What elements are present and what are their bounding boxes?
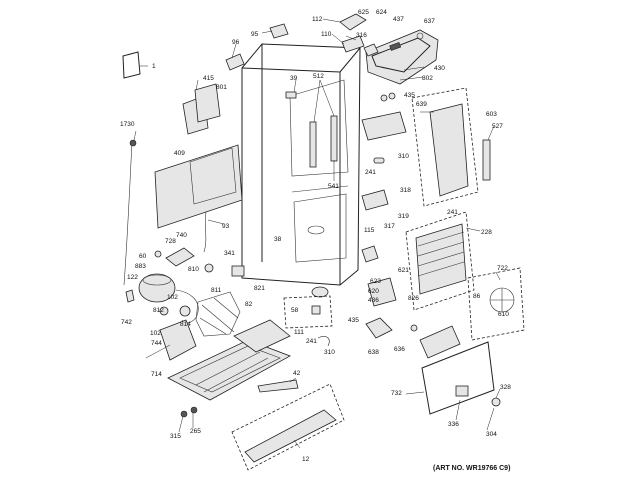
part-label-740: 740 <box>176 232 187 239</box>
part-label-110: 110 <box>321 31 332 38</box>
part-label-341: 341 <box>224 250 235 257</box>
part-label-826: 826 <box>408 295 419 302</box>
top-control-assembly <box>122 13 439 85</box>
part-label-436: 436 <box>368 297 379 304</box>
part-label-722: 722 <box>497 265 508 272</box>
part-label-430: 430 <box>434 65 445 72</box>
part-label-315: 315 <box>170 433 181 440</box>
part-label-241b: 241 <box>447 209 458 216</box>
part-label-102b: 102 <box>150 330 161 337</box>
part-label-60: 60 <box>139 253 147 260</box>
part-label-620: 620 <box>368 288 379 295</box>
part-label-95: 95 <box>251 31 259 38</box>
freezer-parts <box>283 92 418 347</box>
part-label-112: 112 <box>312 16 323 23</box>
part-label-58: 58 <box>291 307 299 314</box>
evaporator-assembly <box>363 43 525 415</box>
part-label-86: 86 <box>473 293 481 300</box>
part-label-814: 814 <box>180 321 191 328</box>
part-label-742: 742 <box>121 319 132 326</box>
part-label-541: 541 <box>328 183 339 190</box>
part-label-435a: 435 <box>404 92 415 99</box>
machine-compartment <box>125 250 245 361</box>
part-label-241c: 241 <box>306 338 317 345</box>
part-label-93: 93 <box>222 223 230 230</box>
part-label-621: 621 <box>398 267 409 274</box>
part-label-811: 811 <box>211 287 222 294</box>
leader-lines <box>133 18 501 449</box>
part-label-265: 265 <box>190 428 201 435</box>
part-label-415: 415 <box>203 75 214 82</box>
part-label-319: 319 <box>398 213 409 220</box>
part-label-638: 638 <box>368 349 379 356</box>
part-label-318: 318 <box>400 187 411 194</box>
part-label-728: 728 <box>165 238 176 245</box>
part-label-624: 624 <box>376 9 387 16</box>
part-label-512: 512 <box>313 73 324 80</box>
part-label-310a: 310 <box>398 153 409 160</box>
cabinet <box>241 43 361 286</box>
part-label-527: 527 <box>492 123 503 130</box>
part-label-637: 637 <box>424 18 435 25</box>
part-label-732: 732 <box>391 390 402 397</box>
part-label-82: 82 <box>245 301 253 308</box>
part-label-714: 714 <box>151 371 162 378</box>
part-label-435b: 435 <box>348 317 359 324</box>
rear-panel <box>123 83 243 286</box>
part-label-96: 96 <box>232 39 240 46</box>
part-label-623: 623 <box>370 278 381 285</box>
part-label-801: 801 <box>216 84 227 91</box>
part-label-336: 336 <box>448 421 459 428</box>
part-label-636: 636 <box>394 346 405 353</box>
part-label-802: 802 <box>422 75 433 82</box>
art-number: (ART NO. WR19766 C9) <box>433 465 510 472</box>
part-label-115: 115 <box>364 227 375 234</box>
part-label-39: 39 <box>290 75 298 82</box>
part-label-1730: 1730 <box>120 121 135 128</box>
part-label-111: 111 <box>294 329 304 336</box>
part-label-38: 38 <box>274 236 282 243</box>
part-label-304: 304 <box>486 431 497 438</box>
part-label-328: 328 <box>500 384 511 391</box>
base-tray <box>167 319 345 471</box>
part-label-639: 639 <box>416 101 427 108</box>
part-labels: 1 95 96 112 110 316 625 624 437 637 430 … <box>120 9 511 472</box>
part-label-228: 228 <box>481 229 492 236</box>
part-label-437: 437 <box>393 16 404 23</box>
part-label-42: 42 <box>293 370 301 377</box>
part-label-883: 883 <box>135 263 146 270</box>
part-label-603: 603 <box>486 111 497 118</box>
part-label-744: 744 <box>151 340 162 347</box>
part-label-1: 1 <box>152 63 156 70</box>
part-label-821: 821 <box>254 285 265 292</box>
part-label-122: 122 <box>127 274 138 281</box>
part-label-102a: 102 <box>167 294 178 301</box>
part-label-310b: 310 <box>324 349 335 356</box>
part-label-625: 625 <box>358 9 369 16</box>
part-label-610: 610 <box>498 311 509 318</box>
part-label-810: 810 <box>188 266 199 273</box>
part-label-409: 409 <box>174 150 185 157</box>
part-label-316: 316 <box>356 32 367 39</box>
part-label-241a: 241 <box>365 169 376 176</box>
part-label-317: 317 <box>384 223 395 230</box>
part-label-12: 12 <box>302 456 310 463</box>
part-label-812: 812 <box>153 307 164 314</box>
